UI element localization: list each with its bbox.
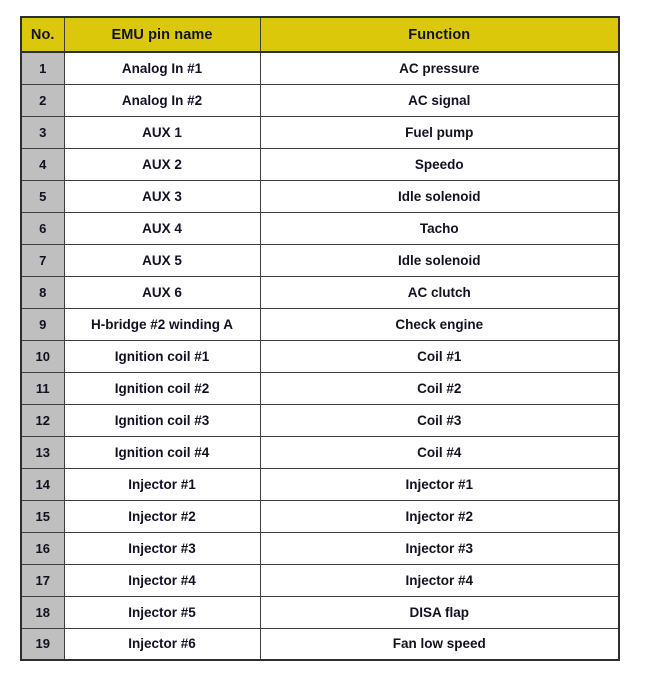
cell-emu-pin-name: Ignition coil #2: [63, 371, 261, 405]
cell-function: Speedo: [259, 147, 620, 181]
cell-emu-pin-name: Ignition coil #1: [63, 339, 261, 373]
cell-emu-pin-name: Injector #3: [63, 531, 261, 565]
cell-emu-pin-name: AUX 4: [63, 211, 261, 245]
cell-emu-pin-name: Injector #2: [63, 499, 261, 533]
column-header-function: Function: [259, 16, 620, 53]
cell-no: 16: [20, 531, 65, 565]
cell-emu-pin-name: AUX 2: [63, 147, 261, 181]
cell-emu-pin-name: Injector #4: [63, 563, 261, 597]
cell-function: AC pressure: [259, 51, 620, 85]
cell-function: Idle solenoid: [259, 179, 620, 213]
cell-no: 18: [20, 595, 65, 629]
column-header-emu-pin-name: EMU pin name: [63, 16, 261, 53]
cell-function: Injector #3: [259, 531, 620, 565]
cell-emu-pin-name: Ignition coil #4: [63, 435, 261, 469]
cell-no: 15: [20, 499, 65, 533]
cell-emu-pin-name: Analog In #2: [63, 83, 261, 117]
cell-function: Coil #3: [259, 403, 620, 437]
column-header-no: No.: [20, 16, 65, 53]
cell-emu-pin-name: AUX 6: [63, 275, 261, 309]
cell-function: Check engine: [259, 307, 620, 341]
cell-function: Injector #2: [259, 499, 620, 533]
cell-function: DISA flap: [259, 595, 620, 629]
cell-emu-pin-name: AUX 1: [63, 115, 261, 149]
cell-function: Coil #4: [259, 435, 620, 469]
cell-function: Coil #1: [259, 339, 620, 373]
cell-function: Coil #2: [259, 371, 620, 405]
cell-no: 14: [20, 467, 65, 501]
cell-no: 1: [20, 51, 65, 85]
cell-no: 6: [20, 211, 65, 245]
cell-no: 2: [20, 83, 65, 117]
cell-no: 12: [20, 403, 65, 437]
table-header-row: No. EMU pin name Function: [20, 16, 620, 53]
cell-function: Tacho: [259, 211, 620, 245]
cell-function: Fuel pump: [259, 115, 620, 149]
cell-no: 11: [20, 371, 65, 405]
cell-no: 13: [20, 435, 65, 469]
cell-function: AC clutch: [259, 275, 620, 309]
cell-function: Injector #4: [259, 563, 620, 597]
cell-function: Idle solenoid: [259, 243, 620, 277]
cell-no: 3: [20, 115, 65, 149]
cell-function: Injector #1: [259, 467, 620, 501]
cell-emu-pin-name: Injector #5: [63, 595, 261, 629]
cell-no: 17: [20, 563, 65, 597]
cell-no: 10: [20, 339, 65, 373]
cell-no: 8: [20, 275, 65, 309]
cell-no: 19: [20, 627, 65, 661]
cell-emu-pin-name: Analog In #1: [63, 51, 261, 85]
cell-function: AC signal: [259, 83, 620, 117]
cell-no: 5: [20, 179, 65, 213]
cell-emu-pin-name: AUX 3: [63, 179, 261, 213]
cell-emu-pin-name: AUX 5: [63, 243, 261, 277]
cell-emu-pin-name: Ignition coil #3: [63, 403, 261, 437]
cell-emu-pin-name: Injector #6: [63, 627, 261, 661]
cell-emu-pin-name: H-bridge #2 winding A: [63, 307, 261, 341]
cell-no: 7: [20, 243, 65, 277]
cell-function: Fan low speed: [259, 627, 620, 661]
table-header: No. EMU pin name Function: [20, 16, 620, 53]
cell-no: 9: [20, 307, 65, 341]
cell-emu-pin-name: Injector #1: [63, 467, 261, 501]
cell-no: 4: [20, 147, 65, 181]
